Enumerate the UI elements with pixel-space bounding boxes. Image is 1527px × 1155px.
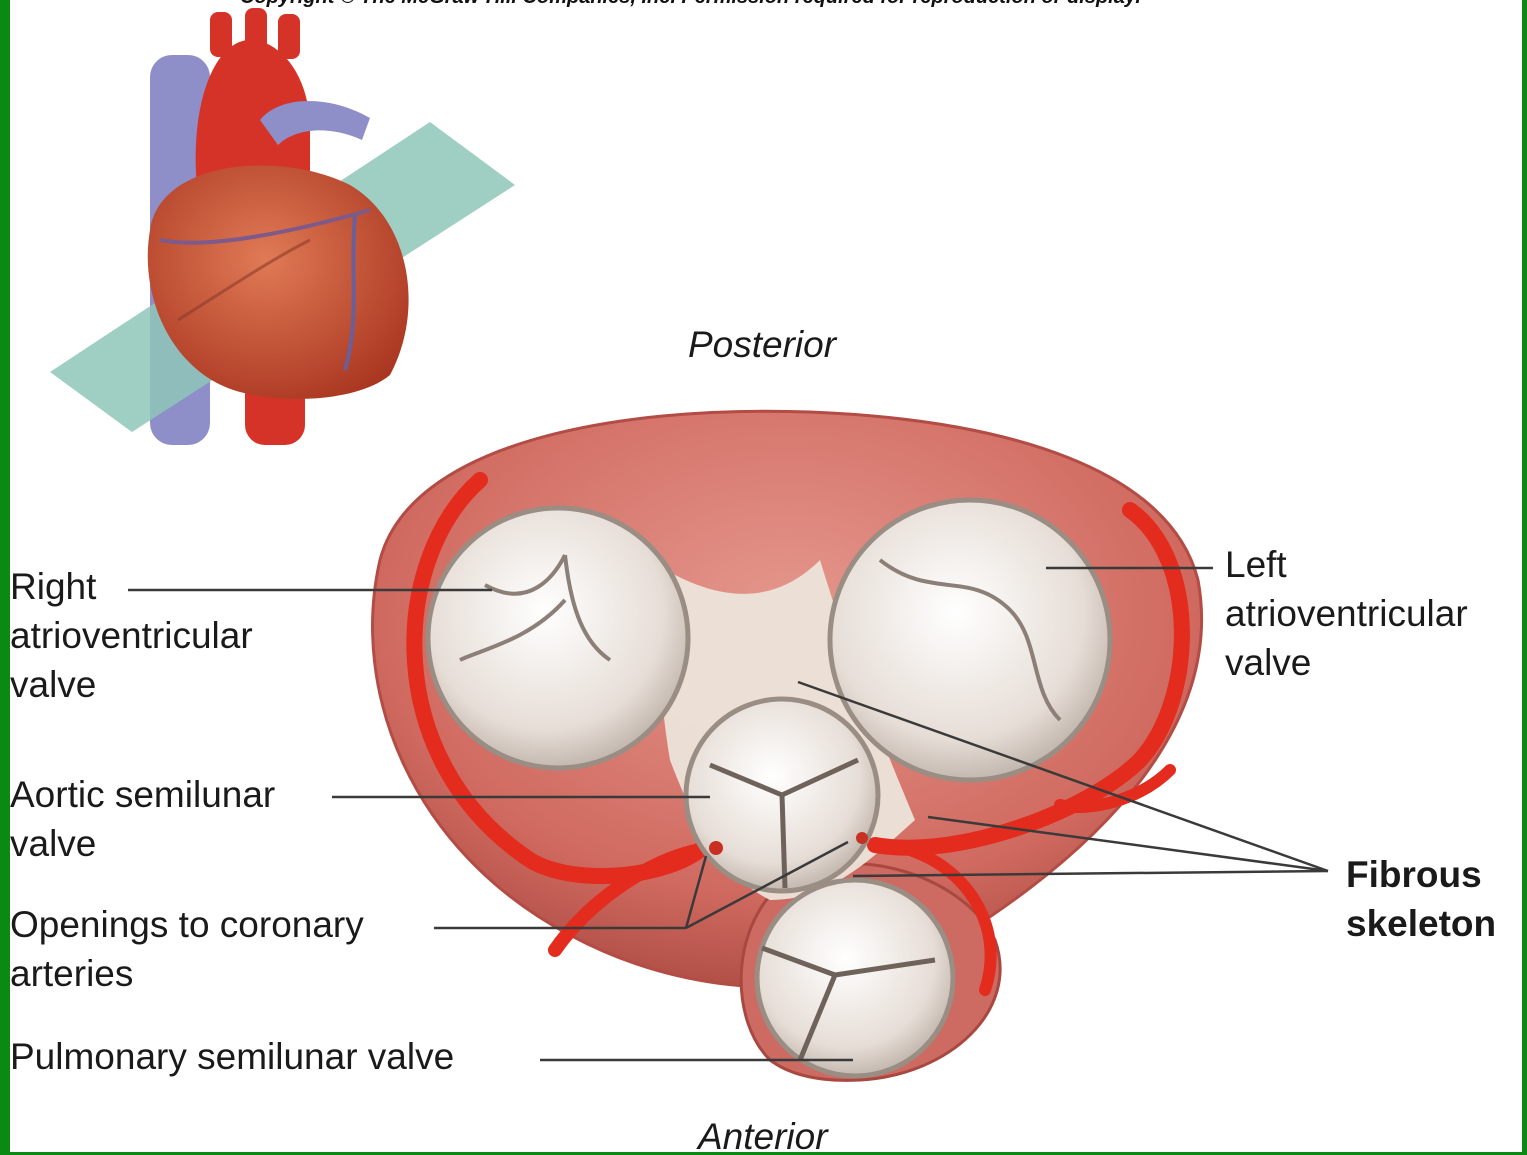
orientation-heart-image <box>50 8 515 445</box>
aortic-valve-shape <box>686 699 878 891</box>
right-av-valve-shape <box>428 508 688 768</box>
left-av-valve-shape <box>830 500 1110 780</box>
fibrous-skeleton-label: Fibrous skeleton <box>1346 850 1496 948</box>
posterior-label: Posterior <box>688 320 836 369</box>
right-av-valve-label: Right atrioventricular valve <box>10 562 253 709</box>
coronary-openings-label: Openings to coronary arteries <box>10 900 364 998</box>
valve-plane-section <box>373 411 1202 1080</box>
figure-frame: Copyright © The McGraw-Hill Companies, I… <box>10 0 1522 1152</box>
anterior-label: Anterior <box>698 1112 828 1152</box>
pulmonary-valve-shape <box>757 880 953 1076</box>
aortic-valve-label: Aortic semilunar valve <box>10 770 275 868</box>
pulmonary-valve-label: Pulmonary semilunar valve <box>10 1032 454 1081</box>
left-av-valve-label: Left atrioventricular valve <box>1225 540 1468 687</box>
